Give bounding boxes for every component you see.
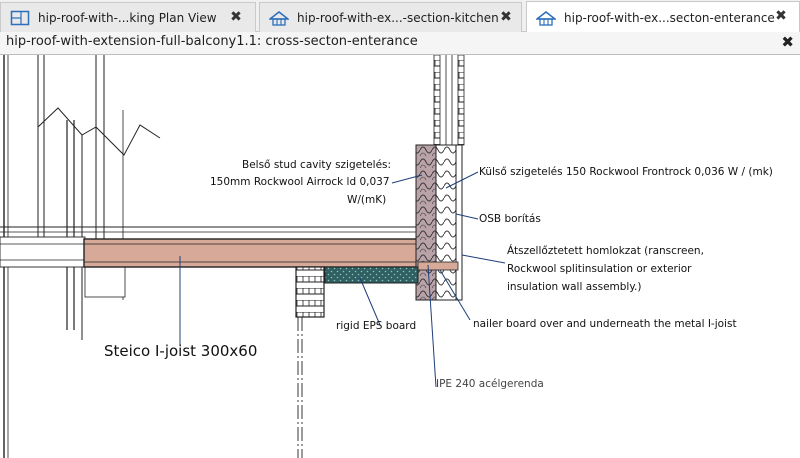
view-title: hip-roof-with-extension-full-balcony1.1:… [6,34,418,49]
close-icon[interactable]: ✖ [500,9,512,25]
leader-lines [179,171,506,388]
annotation-facade: insulation wall assembly.) [507,281,642,293]
floor-structure [84,266,126,298]
tab-label: hip-roof-with-ex...-section-kitchen [297,10,499,25]
tab-section-enterance[interactable]: hip-roof-with-ex...secton-enterance ✖ [526,1,800,33]
view-tab-bar: hip-roof-with-...king Plan View ✖ hip-ro… [0,0,800,33]
close-icon[interactable]: ✖ [230,9,242,25]
annotation-facade: Átszellőztetett homlokzat (ranscreen, [507,245,704,257]
annotation-inner-insulation: 150mm Rockwool Airrock ld 0,037 [210,176,390,188]
close-icon[interactable]: ✖ [781,33,794,51]
view-header: hip-roof-with-extension-full-balcony1.1:… [0,32,800,55]
nailer-board [417,261,459,271]
floor-plan-icon [10,10,30,25]
i-joist [83,238,423,268]
section-drawing [0,55,506,458]
close-icon[interactable]: ✖ [775,8,787,24]
wall-insulation-inner [415,144,437,301]
annotation-inner-insulation: Belső stud cavity szigetelés: [242,159,392,171]
tab-section-kitchen[interactable]: hip-roof-with-ex...-section-kitchen ✖ [259,2,522,32]
upper-wall [433,55,441,146]
annotation-eps: rigid EPS board [336,320,417,332]
annotation-inner-insulation: W/(mK) [347,194,387,206]
upper-wall [457,55,465,146]
roof-line [37,107,161,156]
annotation-facade: Rockwool splitinsulation or exterior [507,263,692,275]
drawing-canvas[interactable]: Belső stud cavity szigetelés: 150mm Rock… [0,55,800,458]
annotation-joist: Steico I-joist 300x60 [104,342,258,360]
annotation-ipe: IPE 240 acélgerenda [436,378,544,390]
cladding [455,144,463,301]
section-view-icon [269,10,289,26]
floor-structure [0,236,86,268]
tab-plan-view[interactable]: hip-roof-with-...king Plan View ✖ [0,2,256,32]
eps-board [324,266,419,284]
annotation-osb: OSB borítás [479,213,541,225]
ipe-beam [295,266,325,318]
annotation-outer-insulation: Külső szigetelés 150 Rockwool Frontrock … [479,166,773,178]
tab-label: hip-roof-with-...king Plan View [38,10,217,25]
wall-insulation-outer [435,144,457,301]
annotation-nailer: nailer board over and underneath the met… [473,318,737,330]
section-view-icon [536,10,556,26]
tab-label: hip-roof-with-ex...secton-enterance [564,10,775,25]
